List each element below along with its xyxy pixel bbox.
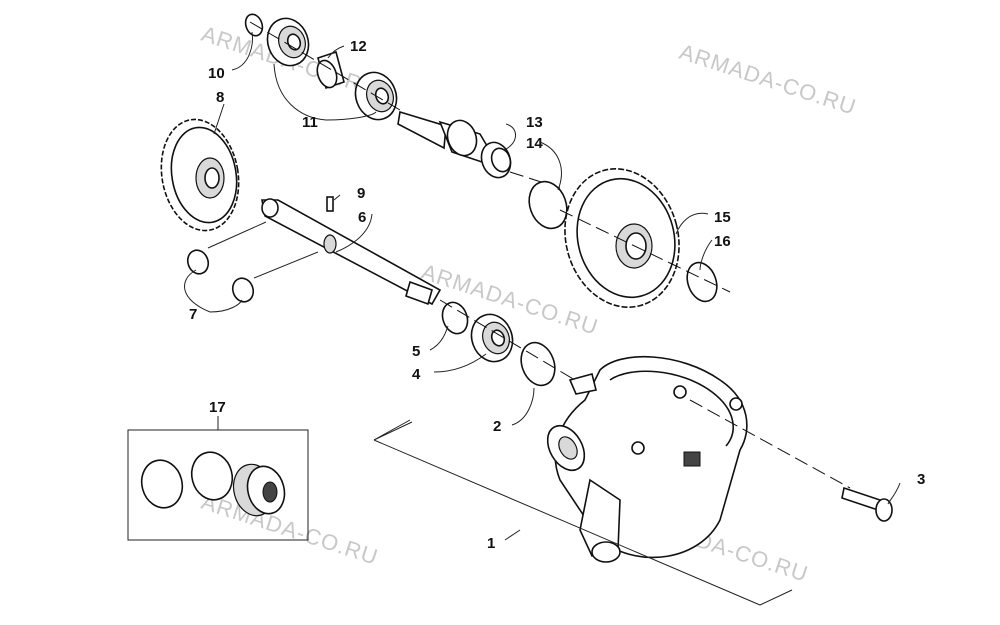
bearing-11-upper: [266, 17, 310, 67]
assembly-bracket: [373, 419, 793, 606]
callout-15: 15: [714, 209, 731, 226]
callout-17: 17: [209, 399, 226, 416]
callout-9: 9: [357, 185, 365, 202]
circlip-14: [528, 180, 568, 230]
circlips-7: [186, 249, 255, 303]
watermark-4: ARMADA-CO.RU: [198, 489, 381, 570]
callout-lines: [184, 31, 901, 541]
callout-4: 4: [412, 366, 421, 383]
gear-15: [564, 168, 680, 308]
callout-12: 12: [350, 38, 367, 55]
pin-9: [326, 196, 334, 212]
shaft-6-guides: [207, 221, 319, 279]
callout-1: 1: [487, 535, 495, 552]
circlip-5: [441, 301, 469, 335]
watermark-2: ARMADA-CO.RU: [676, 39, 859, 120]
callout-8: 8: [216, 89, 224, 106]
kit-o-ring-b: [190, 451, 234, 501]
callout-16: 16: [714, 233, 731, 250]
gear-15-axis: [559, 209, 731, 293]
callout-3: 3: [917, 471, 925, 488]
circlip-10: [244, 13, 264, 37]
kit-o-ring-a: [140, 459, 184, 509]
shaft-6: [261, 198, 442, 306]
shaft-13: [397, 110, 512, 179]
callout-13: 13: [526, 114, 543, 131]
callout-6: 6: [358, 209, 366, 226]
bearing-4: [470, 313, 514, 363]
gear-8: [160, 118, 240, 232]
axis-lower: [439, 299, 576, 381]
circlip-16: [686, 261, 718, 303]
bolt-3: [841, 486, 893, 522]
callout-10: 10: [208, 65, 225, 82]
callout-11: 11: [302, 114, 318, 131]
callout-14: 14: [526, 135, 543, 152]
pump-axis: [689, 399, 851, 489]
callout-numbers: 1 2 3 4 5 6 7 8 9 10 11 12 13 14 15 16 1…: [189, 38, 925, 552]
spacer-12: [316, 50, 345, 90]
callout-7: 7: [189, 306, 197, 323]
kit-seal: [232, 463, 286, 517]
watermarks: ARMADA-CO.RU ARMADA-CO.RU ARMADA-CO.RU A…: [198, 21, 859, 587]
o-ring-2: [520, 341, 556, 387]
callout-5: 5: [412, 343, 420, 360]
pump-housing-1: [546, 355, 748, 563]
callout-2: 2: [493, 418, 501, 435]
